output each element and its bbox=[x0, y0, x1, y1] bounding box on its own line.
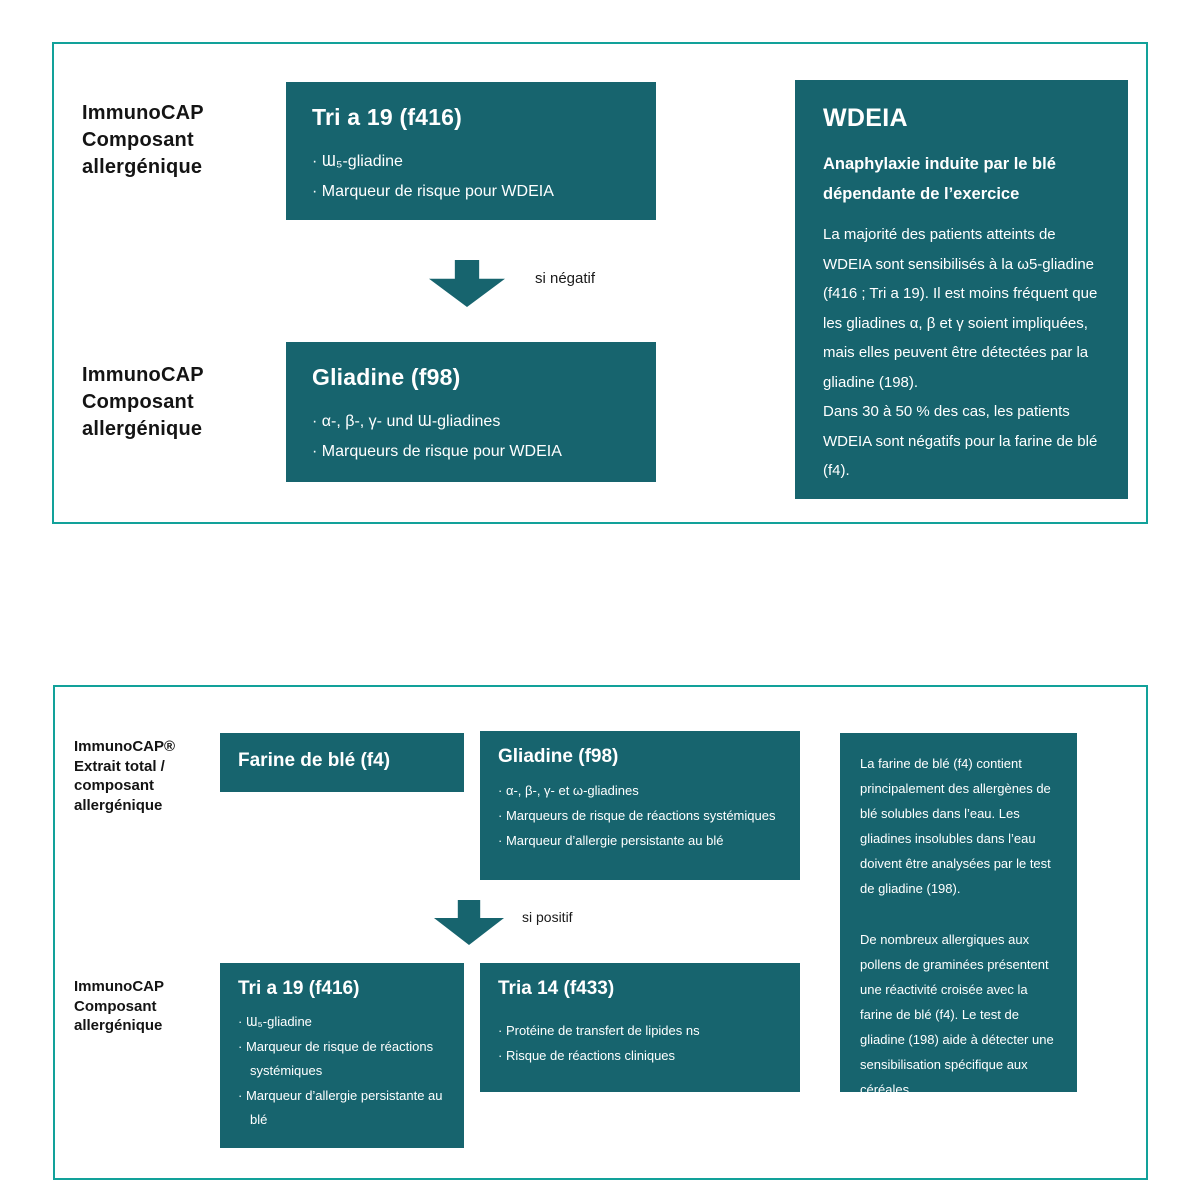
arrow-condition-label: si positif bbox=[522, 909, 573, 925]
row-label-immunocap-extract-total: ImmunoCAP® Extrait total / composant all… bbox=[74, 738, 176, 814]
test-box-bullet-list: · Protéine de transfert de lipides ns · … bbox=[498, 1018, 800, 1068]
panel-extract-component-flow: ImmunoCAP® Extrait total / composant all… bbox=[53, 685, 1148, 1180]
panel-component-allergen-flow: ImmunoCAP Composant allergénique Tri a 1… bbox=[52, 42, 1148, 524]
bullet-item: · Marqueur de risque pour WDEIA bbox=[312, 183, 554, 200]
test-box-bullet-list: · Ɯ₅-gliadine · Marqueur de risque pour … bbox=[312, 147, 630, 207]
bullet-item: · Marqueur d’allergie persistante au blé bbox=[498, 833, 724, 848]
info-box-body: La majorité des patients atteints de WDE… bbox=[823, 226, 1098, 479]
bullet-item: · α-, β-, γ- et ω-gliadines bbox=[498, 783, 639, 798]
row-label-immunocap-component: ImmunoCAP Composant allergénique bbox=[74, 978, 164, 1034]
test-box-gliadine-f98: Gliadine (f98) · α-, β-, γ- et ω-gliadin… bbox=[480, 731, 800, 880]
bullet-item: · Marqueur d’allergie persistante au blé bbox=[238, 1087, 443, 1128]
test-box-tria-14-f433: Tria 14 (f433) · Protéine de transfert d… bbox=[480, 963, 800, 1092]
test-box-title: Gliadine (f98) bbox=[498, 746, 619, 767]
bullet-item: · α-, β-, γ- und Ɯ-gliadines bbox=[312, 413, 501, 430]
test-box-bullet-list: · α-, β-, γ- et ω-gliadines · Marqueurs … bbox=[498, 778, 800, 853]
info-box-wdeia: WDEIA Anaphylaxie induite par le blé dép… bbox=[795, 80, 1128, 499]
bullet-item: · Protéine de transfert de lipides ns bbox=[498, 1023, 700, 1038]
test-box-farine-de-ble-f4: Farine de blé (f4) bbox=[220, 733, 464, 792]
info-box-farine-gliadine: La farine de blé (f4) contient principal… bbox=[840, 733, 1077, 1097]
down-arrow-icon bbox=[429, 260, 505, 307]
info-box-subtitle: Anaphylaxie induite par le blé dépendant… bbox=[823, 155, 1056, 203]
bullet-item: · Marqueurs de risque de réactions systé… bbox=[498, 808, 776, 823]
test-box-title: Tria 14 (f433) bbox=[498, 978, 615, 999]
row-label-immunocap-component-bottom: ImmunoCAP Composant allergénique bbox=[82, 364, 204, 440]
test-box-title: Gliadine (f98) bbox=[312, 364, 461, 390]
test-box-title: Tri a 19 (f416) bbox=[312, 104, 463, 130]
down-arrow-icon bbox=[434, 900, 504, 945]
bullet-item: · Marqueur de risque de réactions systém… bbox=[238, 1038, 434, 1079]
test-box-tri-a-19-f416: Tri a 19 (f416) · Ɯ₅-gliadine · Marqueur… bbox=[220, 963, 464, 1148]
bullet-item: · Ɯ₅-gliadine bbox=[312, 153, 403, 170]
arrow-condition-label: si négatif bbox=[535, 270, 596, 287]
info-box-title: WDEIA bbox=[823, 104, 908, 132]
test-box-bullet-list: · Ɯ₅-gliadine · Marqueur de risque de ré… bbox=[238, 1010, 446, 1133]
test-box-tri-a-19-f416: Tri a 19 (f416) · Ɯ₅-gliadine · Marqueur… bbox=[286, 82, 656, 220]
info-paragraph: De nombreux allergiques aux pollens de g… bbox=[860, 932, 1054, 1097]
row-label-immunocap-component-top: ImmunoCAP Composant allergénique bbox=[82, 102, 204, 178]
bullet-item: · Marqueurs de risque pour WDEIA bbox=[312, 443, 562, 460]
info-paragraph: La farine de blé (f4) contient principal… bbox=[860, 756, 1051, 896]
bullet-item: · Ɯ₅-gliadine bbox=[238, 1014, 312, 1029]
bullet-item: · Risque de réactions cliniques bbox=[498, 1048, 676, 1063]
test-box-title: Farine de blé (f4) bbox=[238, 750, 391, 771]
test-box-title: Tri a 19 (f416) bbox=[238, 978, 360, 999]
test-box-gliadine-f98: Gliadine (f98) · α-, β-, γ- und Ɯ-gliadi… bbox=[286, 342, 656, 482]
test-box-bullet-list: · α-, β-, γ- und Ɯ-gliadines · Marqueurs… bbox=[312, 407, 630, 467]
